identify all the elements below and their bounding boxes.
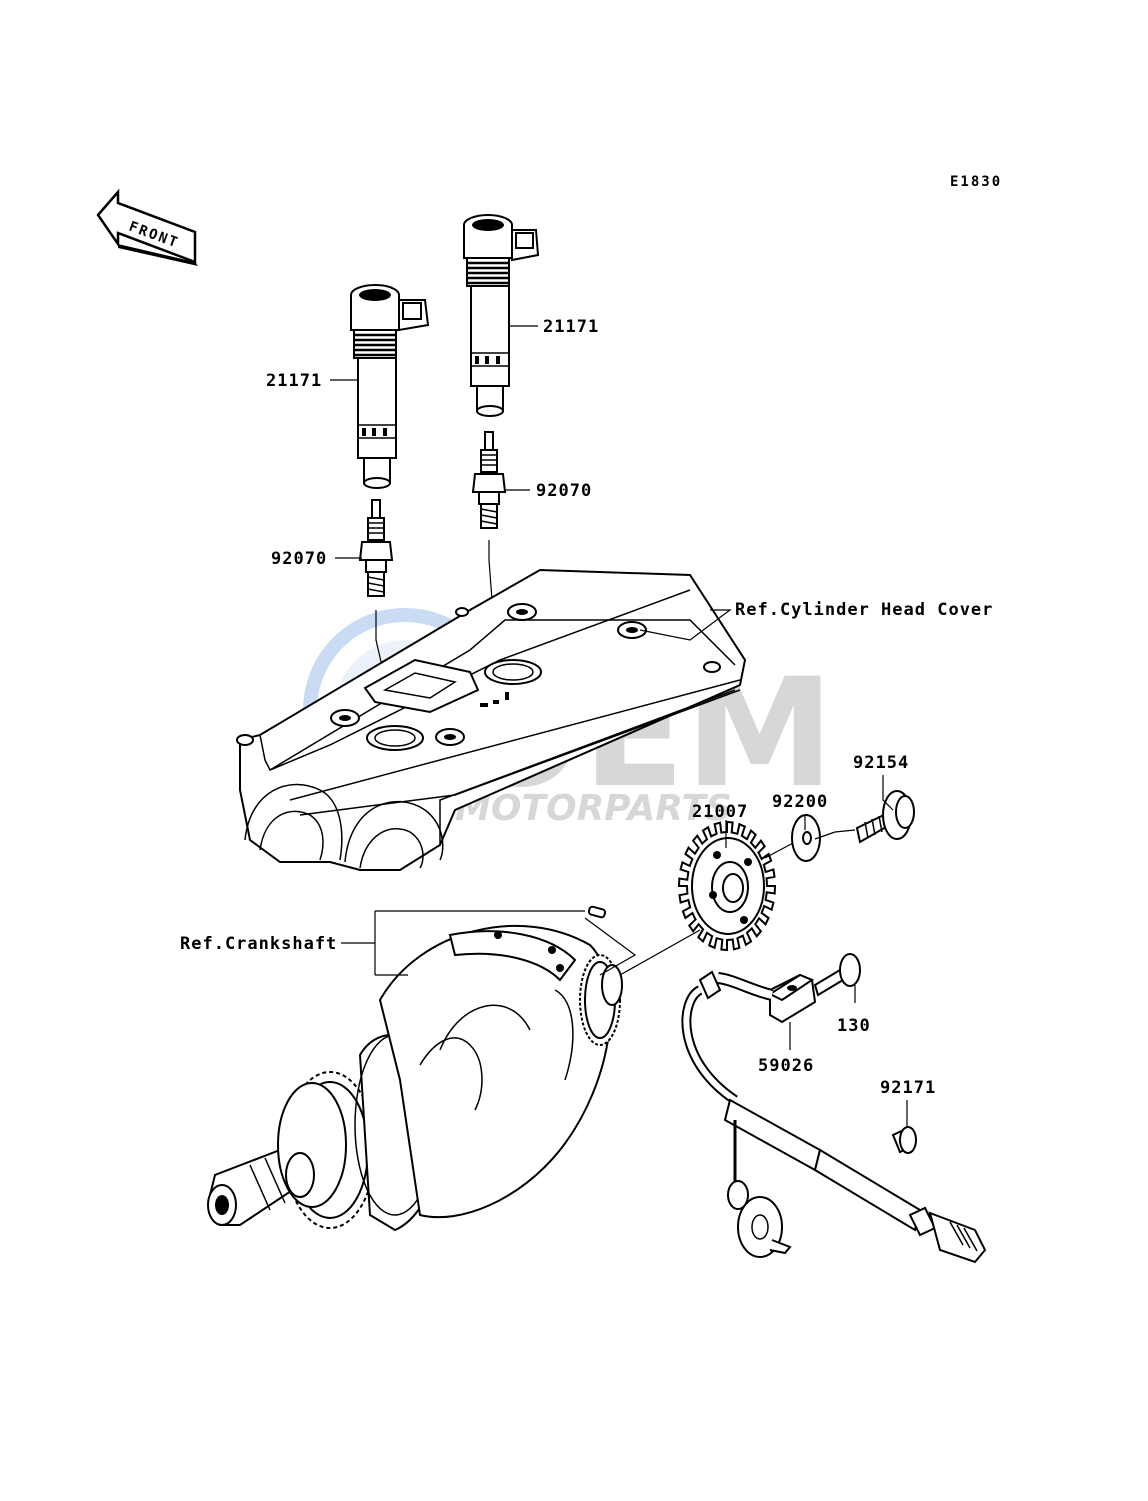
label-washer: 92200 bbox=[772, 792, 828, 812]
rotor-bolt bbox=[855, 790, 915, 844]
sensor-bolt bbox=[813, 953, 861, 997]
crank-sensor bbox=[681, 970, 817, 1105]
spark-plug-right bbox=[471, 431, 507, 529]
label-coil-right: 21171 bbox=[543, 317, 599, 337]
cylinder-head-cover bbox=[236, 568, 747, 871]
label-coil-left: 21171 bbox=[266, 371, 322, 391]
label-clamp: 92171 bbox=[880, 1078, 936, 1098]
crankshaft bbox=[207, 905, 623, 1232]
wiring-harness bbox=[723, 1098, 987, 1264]
label-rotor: 21007 bbox=[692, 802, 748, 822]
spark-plug-left bbox=[358, 499, 394, 597]
harness-clamp bbox=[891, 1126, 917, 1154]
label-bolt-sensor: 130 bbox=[837, 1016, 871, 1036]
label-plug-left: 92070 bbox=[271, 549, 327, 569]
ignition-coil-left bbox=[350, 284, 430, 489]
washer bbox=[791, 814, 821, 862]
ignition-coil-right bbox=[463, 214, 540, 417]
label-plug-right: 92070 bbox=[536, 481, 592, 501]
label-crankshaft: Ref.Crankshaft bbox=[180, 934, 337, 954]
label-bolt-rotor: 92154 bbox=[853, 753, 909, 773]
front-arrow-icon: FRONT bbox=[96, 188, 198, 266]
timing-rotor bbox=[677, 820, 777, 952]
label-head-cover: Ref.Cylinder Head Cover bbox=[735, 600, 993, 620]
watermark-sub: MOTORPARTS bbox=[455, 788, 732, 829]
label-sensor: 59026 bbox=[758, 1056, 814, 1076]
diagram-code: E1830 bbox=[950, 174, 1002, 190]
